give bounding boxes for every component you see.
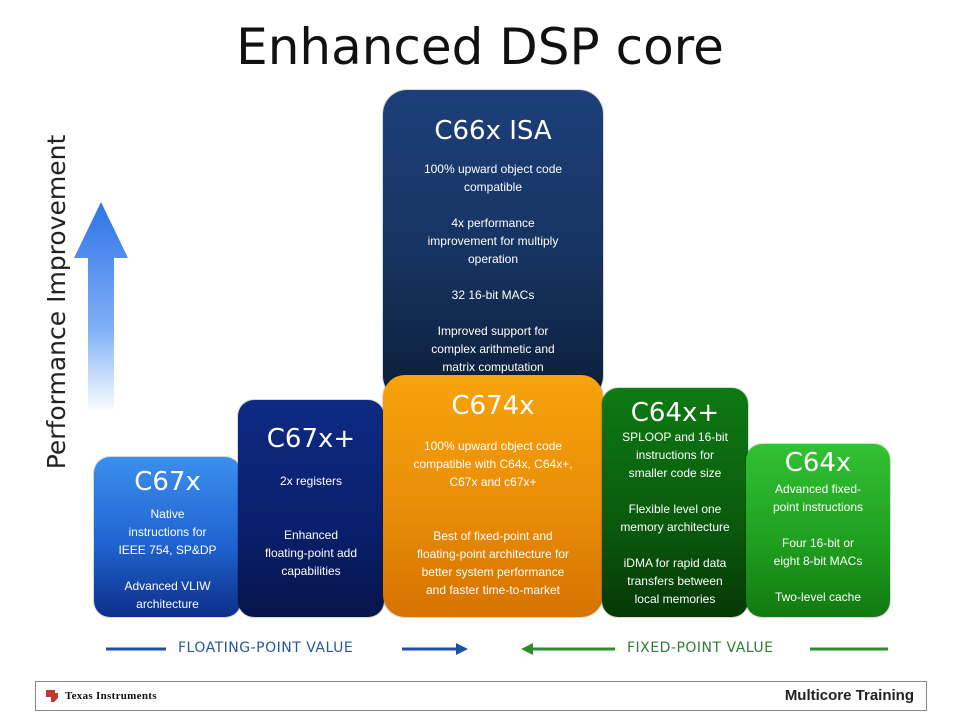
core-c67x-description: Native instructions for IEEE 754, SP&DP … — [118, 507, 217, 611]
core-c67xplus-card: C67x+ 2x registers Enhanced floating-poi… — [238, 400, 384, 617]
floating-point-value-label: FLOATING-POINT VALUE — [178, 640, 354, 656]
multicore-training-label: Multicore Training — [784, 687, 914, 704]
floating-point-arrow-icon — [106, 643, 468, 655]
core-c674x-card: C674x 100% upward object code compatible… — [383, 375, 603, 617]
ti-logo: Texas Instruments — [44, 688, 157, 704]
core-c64x-name: C64x — [784, 448, 852, 478]
footer-bar: Texas Instruments Multicore Training — [35, 681, 927, 711]
core-c67xplus-description: 2x registers Enhanced floating-point add… — [264, 474, 358, 578]
core-c674x-name: C674x — [451, 391, 535, 421]
core-c64xplus-description: SPLOOP and 16-bit instructions for small… — [620, 430, 730, 606]
page-title: Enhanced DSP core — [236, 18, 724, 76]
ti-logo-icon — [46, 690, 58, 702]
core-c66x-card: C66x ISA 100% upward object code compati… — [383, 90, 603, 400]
core-c66x-description: 100% upward object code compatible 4x pe… — [423, 162, 563, 374]
core-c674x-description: 100% upward object code compatible with … — [413, 439, 573, 597]
performance-arrow-icon — [74, 202, 128, 413]
fixed-point-arrow-icon — [521, 643, 888, 655]
core-c64x-card: C64x Advanced fixed- point instructions … — [746, 444, 890, 617]
core-c64xplus-name: C64x+ — [630, 398, 720, 428]
core-c67x-name: C67x — [134, 467, 201, 497]
core-c64x-description: Advanced fixed- point instructions Four … — [772, 482, 864, 604]
core-c64xplus-card: C64x+ SPLOOP and 16-bit instructions for… — [602, 388, 748, 617]
core-c67xplus-name: C67x+ — [266, 424, 356, 454]
core-c67x-card: C67x Native instructions for IEEE 754, S… — [94, 457, 241, 617]
core-c66x-name: C66x ISA — [434, 116, 552, 146]
ti-logo-text: Texas Instruments — [65, 690, 157, 702]
fixed-point-value-label: FIXED-POINT VALUE — [627, 640, 774, 656]
